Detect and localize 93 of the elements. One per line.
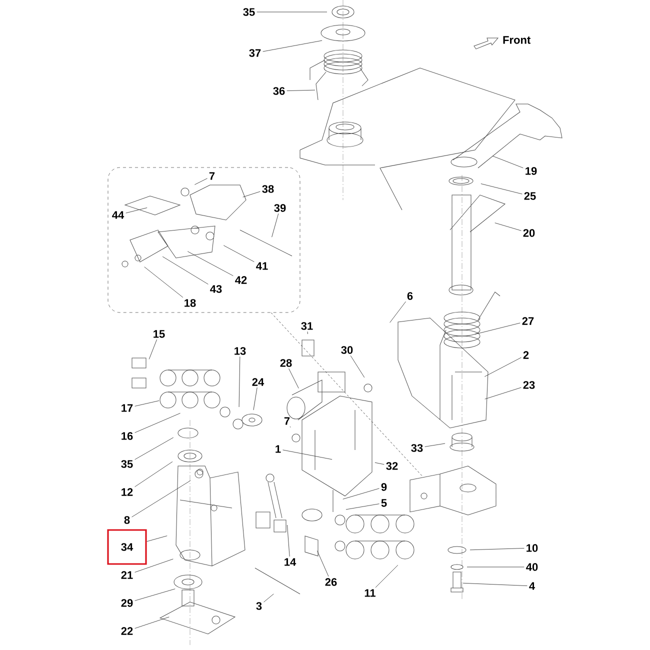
leader-line <box>346 504 380 510</box>
leader-line <box>342 488 380 500</box>
callout-number: 11 <box>364 589 376 597</box>
leader-line <box>307 331 308 334</box>
callout-number: 37 <box>249 49 261 57</box>
callout-number: 15 <box>154 330 165 338</box>
callout-number: 35 <box>243 8 255 16</box>
leader-line <box>134 412 180 433</box>
callout-number: 5 <box>381 499 387 507</box>
leader-line <box>262 40 322 52</box>
callout-number: 35 <box>121 460 133 468</box>
leader-line <box>132 480 191 518</box>
leader-line <box>470 548 524 550</box>
leader-line <box>484 387 522 400</box>
leader-line <box>424 443 446 447</box>
callout-number: 6 <box>407 292 413 300</box>
callout-number: 24 <box>252 378 264 386</box>
callout-number: 12 <box>122 488 133 496</box>
leader-line <box>134 616 170 629</box>
leader-line <box>466 566 524 568</box>
leader-line <box>194 178 208 185</box>
inset-frame <box>108 167 300 313</box>
callout-number: 27 <box>522 317 534 325</box>
callout-number: 10 <box>526 544 538 552</box>
leader-line <box>350 355 365 378</box>
callout-number: 42 <box>235 276 247 284</box>
callout-number: 29 <box>121 599 133 607</box>
leader-line <box>238 356 240 408</box>
callout-number: 16 <box>122 432 133 440</box>
leader-line <box>374 462 384 465</box>
callout-number: 39 <box>274 204 286 212</box>
leader-line <box>242 191 260 198</box>
callout-number: 19 <box>526 167 537 175</box>
leader-line <box>144 266 184 298</box>
callout-number: 44 <box>112 211 124 219</box>
leader-line <box>134 400 160 406</box>
callout-number: 28 <box>280 359 292 367</box>
callout-number: 1 <box>276 445 281 453</box>
direction-label: Front <box>503 36 530 44</box>
leader-line <box>494 222 522 231</box>
leader-line <box>375 564 398 588</box>
leader-line <box>126 208 148 214</box>
callout-number: 31 <box>301 322 313 330</box>
leader-line <box>288 368 299 389</box>
callout-number: 26 <box>325 578 337 586</box>
callout-number: 7 <box>209 172 215 180</box>
callout-number: 23 <box>523 381 535 389</box>
callout-number: 3 <box>256 602 262 610</box>
leader-line <box>270 312 422 476</box>
leader-line <box>390 301 406 323</box>
callout-number: 25 <box>524 192 536 200</box>
leader-line <box>492 156 524 168</box>
callout-number: 41 <box>256 262 268 270</box>
callout-number: 36 <box>273 87 285 95</box>
callout-number: 43 <box>210 285 222 293</box>
leader-line <box>146 536 168 542</box>
leader-line <box>162 256 208 284</box>
callout-number: 7 <box>284 417 290 425</box>
callout-number: 2 <box>523 351 529 359</box>
leader-line <box>282 450 332 460</box>
leader-line <box>474 322 520 334</box>
leader-line <box>264 594 274 602</box>
callout-number: 40 <box>526 563 538 571</box>
callout-number: 22 <box>121 627 133 635</box>
callout-number: 32 <box>386 462 398 470</box>
leader-line <box>134 461 173 488</box>
callout-number: 21 <box>121 571 133 579</box>
callout-number: 14 <box>284 558 296 566</box>
leader-line <box>462 582 528 586</box>
leader-line <box>223 245 254 262</box>
callout-number: 18 <box>184 299 196 307</box>
leader-line <box>272 213 279 238</box>
callout-number: 4 <box>529 582 535 590</box>
callout-number: 38 <box>262 185 274 193</box>
callout-number: 20 <box>523 229 535 237</box>
highlighted-callout: 34 <box>107 529 147 565</box>
leader-line <box>134 437 174 460</box>
leader-line <box>484 357 522 377</box>
leader-line <box>316 550 329 577</box>
leader-line <box>253 387 258 410</box>
leader-line <box>134 558 174 573</box>
callout-number: 9 <box>381 483 387 491</box>
leader-line <box>134 588 176 601</box>
callout-number: 13 <box>234 347 246 355</box>
leader-line <box>480 184 522 194</box>
leader-line <box>287 524 290 557</box>
callout-number: 17 <box>122 404 133 412</box>
callout-number: 8 <box>124 516 130 524</box>
leader-line <box>286 90 316 92</box>
leader-line <box>148 339 158 360</box>
callout-number: 30 <box>341 346 353 354</box>
callout-number: 33 <box>411 444 423 452</box>
leader-line <box>187 251 234 276</box>
